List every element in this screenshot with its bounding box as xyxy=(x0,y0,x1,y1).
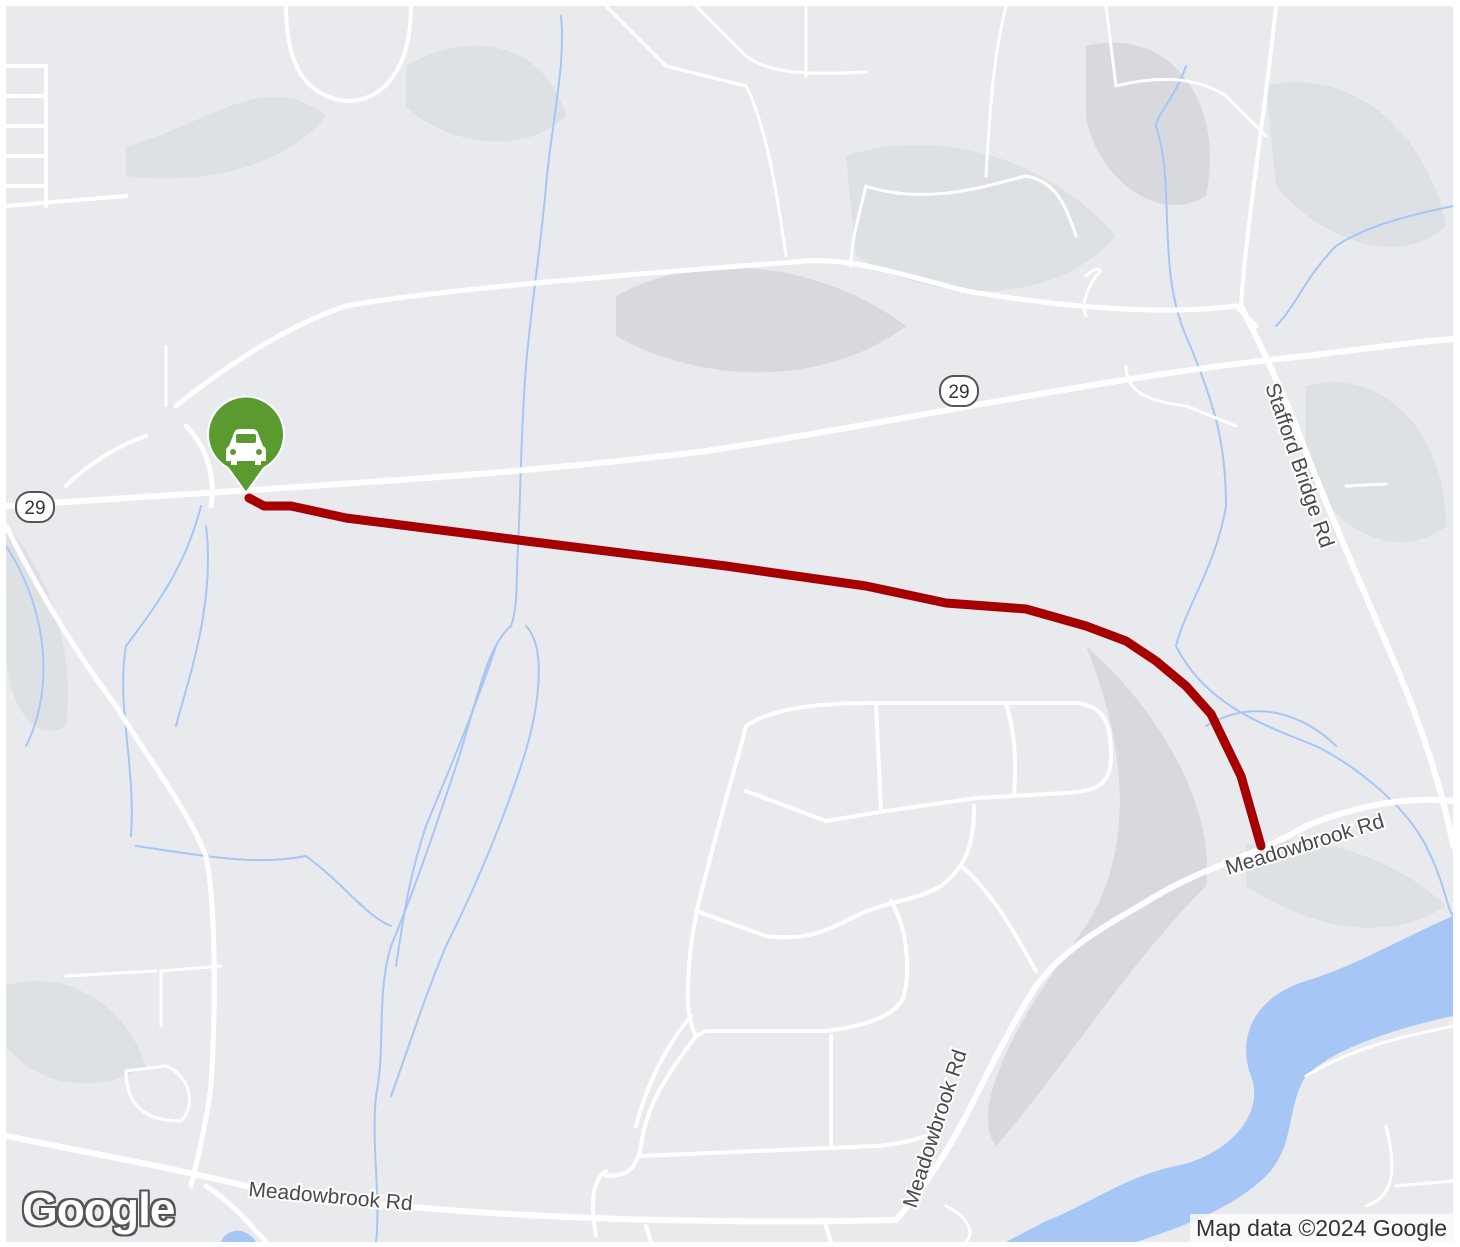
route-shield-right: 29 xyxy=(939,375,979,407)
map-canvas[interactable]: Meadowbrook Rd Meadowbrook Rd Meadowbroo… xyxy=(6,6,1453,1242)
major-roads xyxy=(6,258,1453,1242)
streams xyxy=(6,15,1453,1242)
svg-text:29: 29 xyxy=(948,382,969,403)
map-svg[interactable]: Meadowbrook Rd Meadowbrook Rd Meadowbroo… xyxy=(6,6,1453,1242)
google-logo: Google xyxy=(22,1183,175,1235)
start-marker[interactable] xyxy=(207,395,285,495)
route-shield-left: 29 xyxy=(15,491,55,523)
map-attribution[interactable]: Map data ©2024 Google xyxy=(1190,1214,1453,1242)
route-29 xyxy=(6,336,1453,509)
road-label-meadowbrook-bottom: Meadowbrook Rd xyxy=(248,1178,414,1215)
subdivision-streets xyxy=(591,701,1113,1242)
svg-text:29: 29 xyxy=(24,498,45,519)
minor-roads xyxy=(6,6,1453,1242)
car-icon xyxy=(226,429,266,465)
route-line xyxy=(244,493,1266,851)
terrain-shading xyxy=(6,42,1446,1146)
pond xyxy=(221,1230,256,1242)
river-bank-detail xyxy=(1136,1016,1453,1242)
